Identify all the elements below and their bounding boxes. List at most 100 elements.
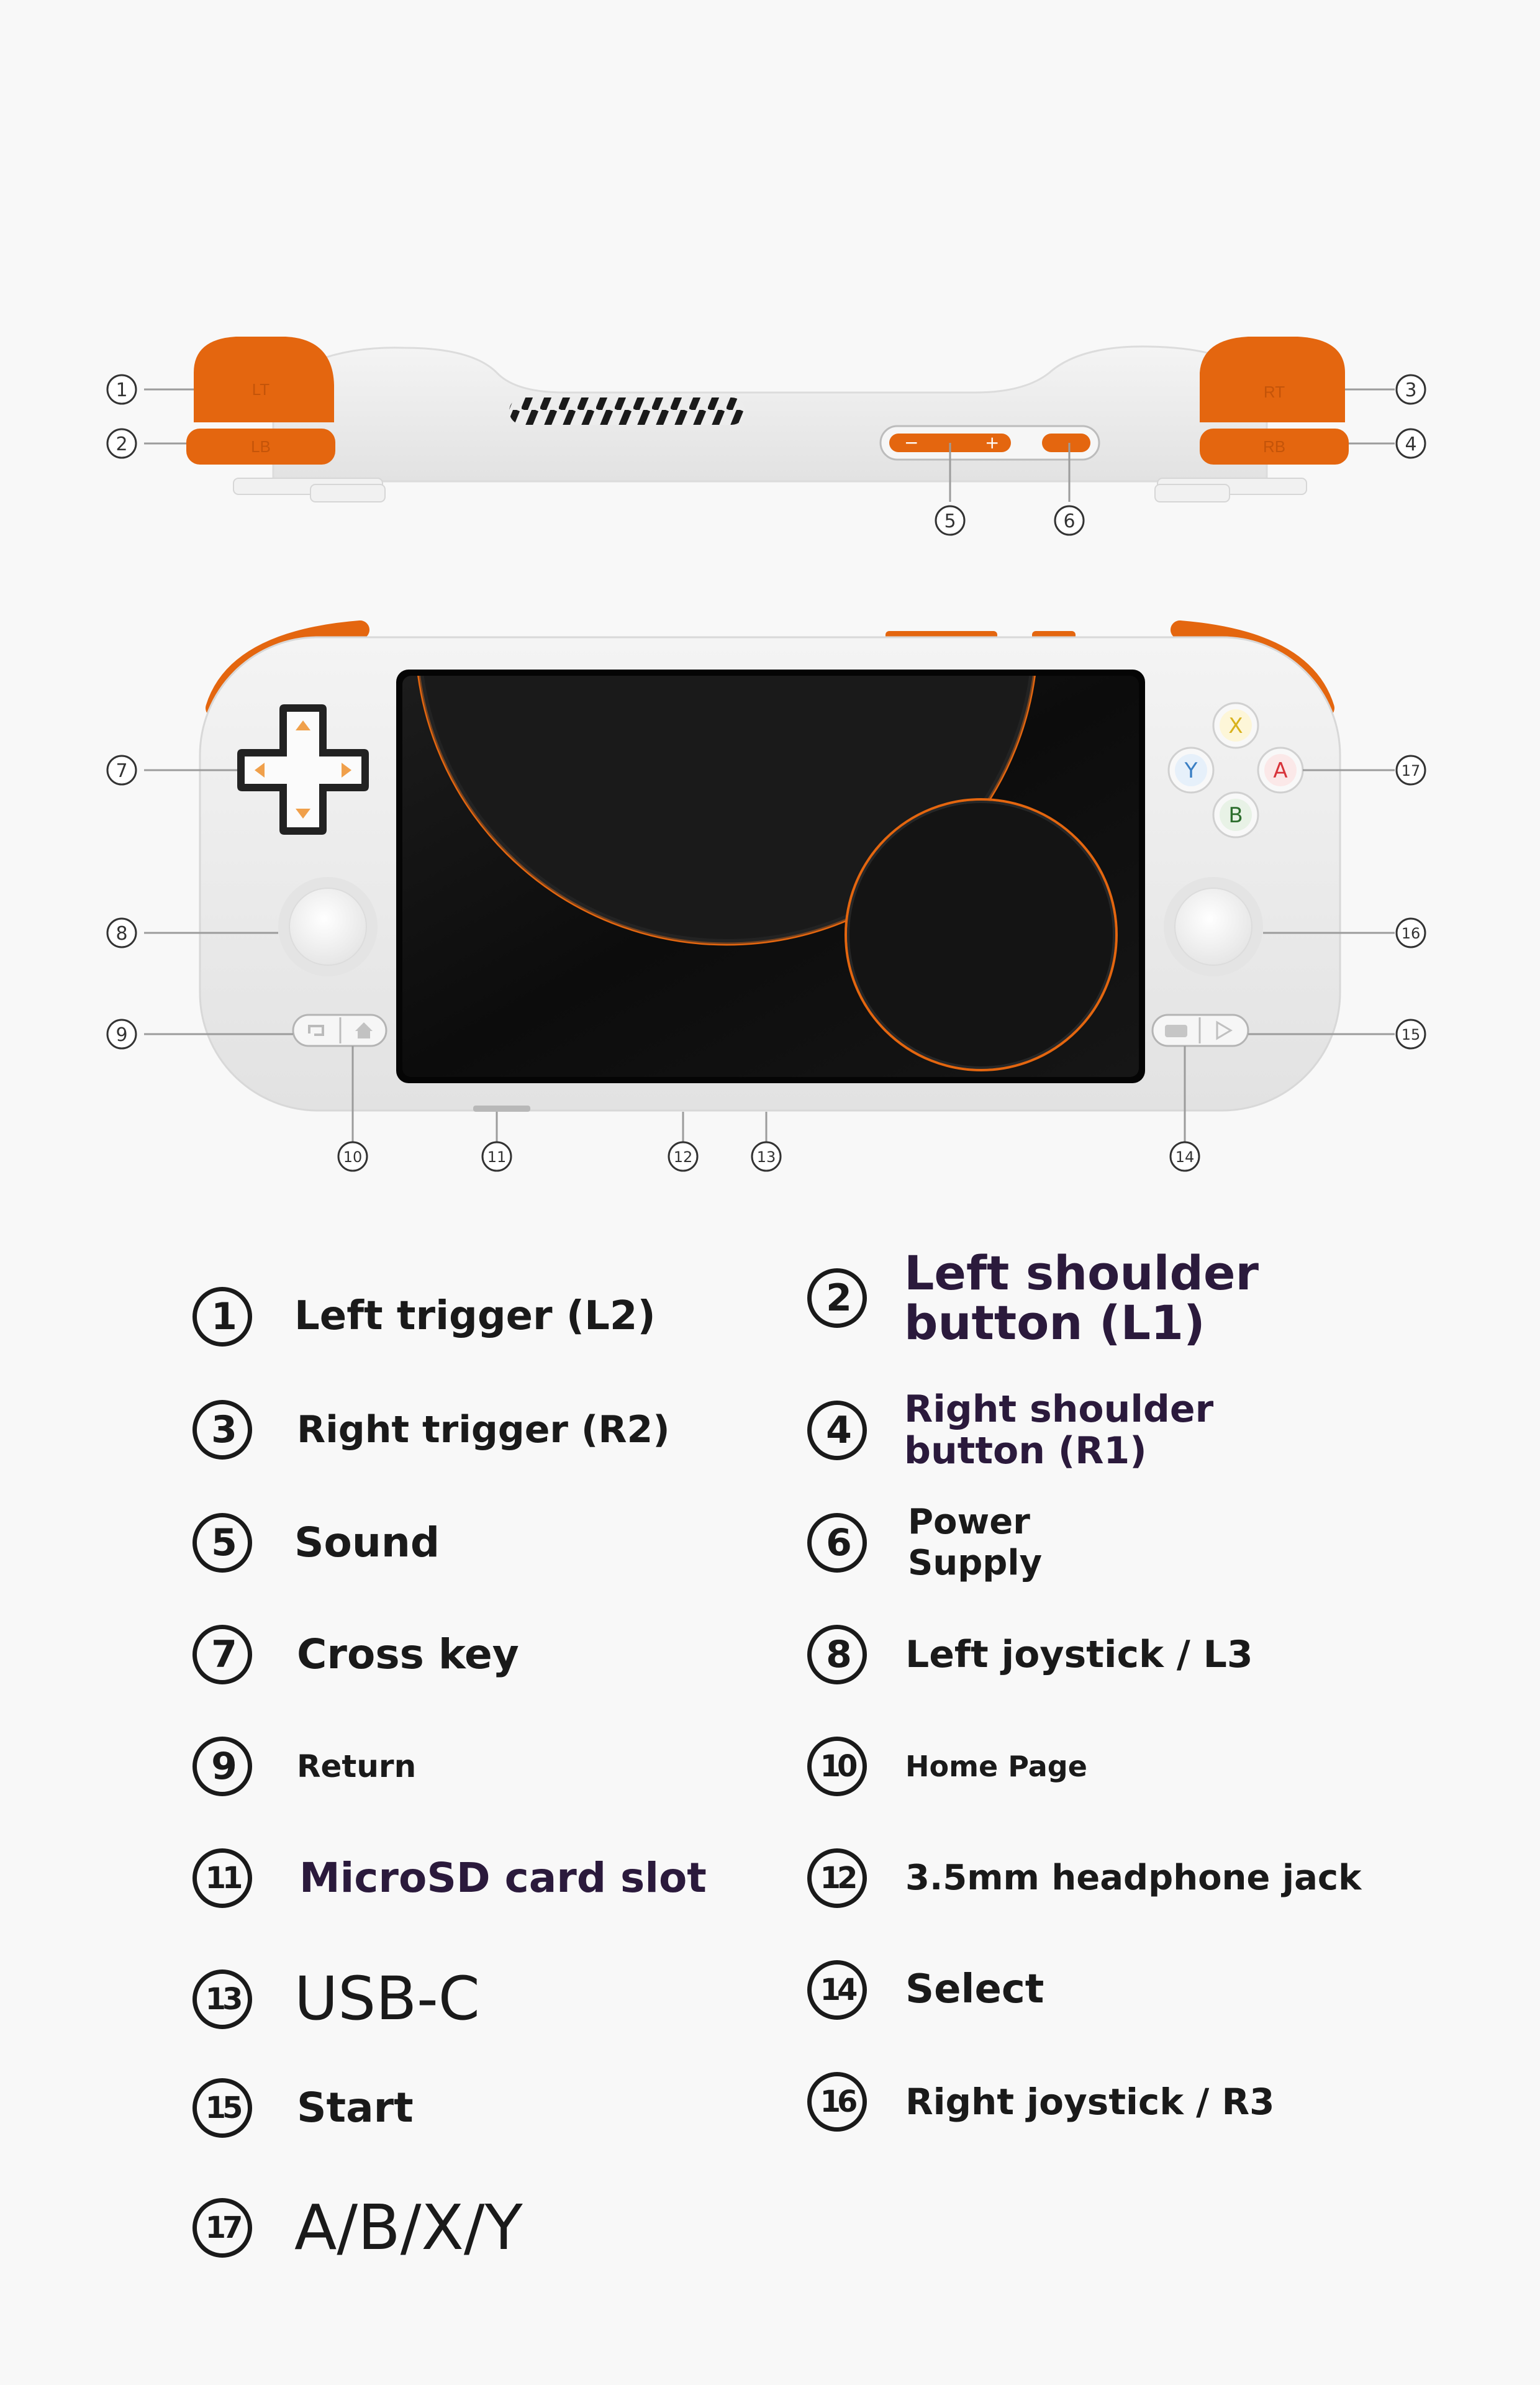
legend-number: 7: [192, 1625, 252, 1684]
legend-label-line: Home Page: [905, 1749, 1087, 1783]
legend-item-14: 14 Select: [807, 1960, 1044, 2020]
callout-12-text: 12: [674, 1148, 693, 1166]
callout-3: 3: [1395, 374, 1426, 405]
callout-15: 15: [1395, 1019, 1426, 1050]
callout-15-text: 15: [1402, 1026, 1421, 1043]
legend-label-line: button (L1): [904, 1294, 1205, 1350]
front-view: X Y A B: [199, 620, 1341, 1112]
callout-5-text: 5: [944, 511, 956, 532]
legend-number: 17: [192, 2198, 252, 2258]
callout-4-text: 4: [1405, 434, 1416, 455]
legend-label: Left shoulder button (L1): [904, 1248, 1259, 1348]
vent-grille: [509, 398, 745, 425]
legend-label: Right trigger (R2): [297, 1408, 670, 1452]
legend-number: 13: [192, 1969, 252, 2029]
legend-item-7: 7 Cross key: [192, 1625, 519, 1684]
button-b-label: B: [1228, 803, 1243, 828]
legend-label-line: Left joystick / L3: [905, 1632, 1253, 1676]
button-x-label: X: [1228, 714, 1243, 738]
legend-number: 6: [807, 1513, 867, 1573]
legend-label-line: USB-C: [294, 1964, 480, 2033]
legend-label-line: Left shoulder: [904, 1245, 1259, 1301]
left-trigger: [194, 337, 334, 422]
volume-minus-label: −: [904, 432, 918, 453]
legend-number: 9: [192, 1737, 252, 1796]
left-bumper: [186, 429, 335, 465]
legend-label: Cross key: [297, 1630, 519, 1679]
callout-17-text: 17: [1402, 762, 1421, 779]
legend-label-line: Cross key: [297, 1630, 519, 1679]
legend-label-line: Right trigger (R2): [297, 1407, 670, 1451]
legend-number: 4: [807, 1401, 867, 1461]
legend-label-line: A/B/X/Y: [294, 2191, 523, 2264]
legend-label: Select: [905, 1966, 1044, 2014]
callout-7: 7: [106, 755, 137, 786]
legend-label: Left joystick / L3: [905, 1633, 1253, 1677]
callout-6-text: 6: [1063, 511, 1075, 532]
legend-item-11: 11 MicroSD card slot: [192, 1848, 707, 1908]
legend-label: MicroSD card slot: [299, 1854, 707, 1902]
callout-3-text: 3: [1405, 379, 1416, 401]
legend-number: 11: [192, 1848, 252, 1908]
callout-16-text: 16: [1402, 925, 1421, 942]
top-view-shell: [272, 345, 1268, 483]
legend-label-line: Start: [297, 2084, 414, 2132]
legend-number: 2: [807, 1268, 867, 1328]
legend-label: Sound: [294, 1519, 440, 1567]
callout-8: 8: [106, 917, 137, 948]
leader-lines: [144, 388, 1395, 1142]
legend-label: Return: [297, 1748, 416, 1785]
legend-number: 3: [192, 1400, 252, 1460]
lb-label: LB: [251, 437, 271, 456]
button-a-label: A: [1273, 758, 1287, 783]
legend-item-5: 5 Sound: [192, 1513, 440, 1573]
legend-label-line: Left trigger (L2): [294, 1293, 656, 1340]
callout-11: 11: [481, 1141, 512, 1172]
callout-7-text: 7: [116, 760, 127, 782]
left-joystick: [278, 877, 378, 976]
power-button: [1042, 434, 1090, 452]
rt-label: RT: [1264, 383, 1285, 401]
legend-label: Home Page: [905, 1750, 1087, 1783]
legend-label: USB-C: [294, 1964, 480, 2034]
return-home-buttons: [292, 1014, 387, 1047]
legend-label: Power Supply: [908, 1502, 1042, 1584]
button-y-label: Y: [1184, 758, 1198, 783]
legend-number: 12: [807, 1848, 867, 1908]
legend-label: A/B/X/Y: [294, 2191, 523, 2265]
volume-plus-label: +: [985, 432, 999, 453]
legend-label-line: 3.5mm headphone jack: [905, 1857, 1362, 1898]
microsd-slot: [473, 1106, 530, 1112]
legend-item-17: 17 A/B/X/Y: [192, 2191, 523, 2265]
legend-item-1: 1 Left trigger (L2): [192, 1287, 656, 1347]
lt-label: LT: [252, 380, 270, 399]
top-view: LT LB RT RB − +: [186, 337, 1349, 502]
callout-1: 1: [106, 374, 137, 405]
callout-14: 14: [1169, 1141, 1200, 1172]
callout-11-text: 11: [487, 1148, 507, 1166]
callout-1-text: 1: [116, 379, 127, 401]
callout-13-text: 13: [757, 1148, 776, 1166]
legend-number: 5: [192, 1513, 252, 1573]
legend-item-16: 16 Right joystick / R3: [807, 2072, 1274, 2132]
legend-item-2: 2 Left shoulder button (L1): [807, 1248, 1259, 1348]
callout-10-text: 10: [343, 1148, 363, 1166]
legend-number: 16: [807, 2072, 867, 2132]
legend-item-3: 3 Right trigger (R2): [192, 1400, 670, 1460]
legend-label-line: Sound: [294, 1519, 440, 1567]
callout-17: 17: [1395, 755, 1426, 786]
legend-item-15: 15 Start: [192, 2078, 414, 2138]
callout-16: 16: [1395, 917, 1426, 948]
legend-label-line: Right shoulder: [904, 1388, 1214, 1431]
callout-9-text: 9: [116, 1024, 127, 1046]
legend-item-10: 10 Home Page: [807, 1737, 1087, 1796]
legend-item-13: 13 USB-C: [192, 1964, 480, 2034]
legend-label-line: Supply: [908, 1543, 1043, 1584]
callout-6: 6: [1054, 505, 1085, 536]
callout-12: 12: [668, 1141, 699, 1172]
legend-item-6: 6 Power Supply: [807, 1502, 1042, 1584]
legend-label-line: Return: [297, 1748, 417, 1784]
legend-number: 8: [807, 1625, 867, 1684]
callout-2: 2: [106, 428, 137, 459]
